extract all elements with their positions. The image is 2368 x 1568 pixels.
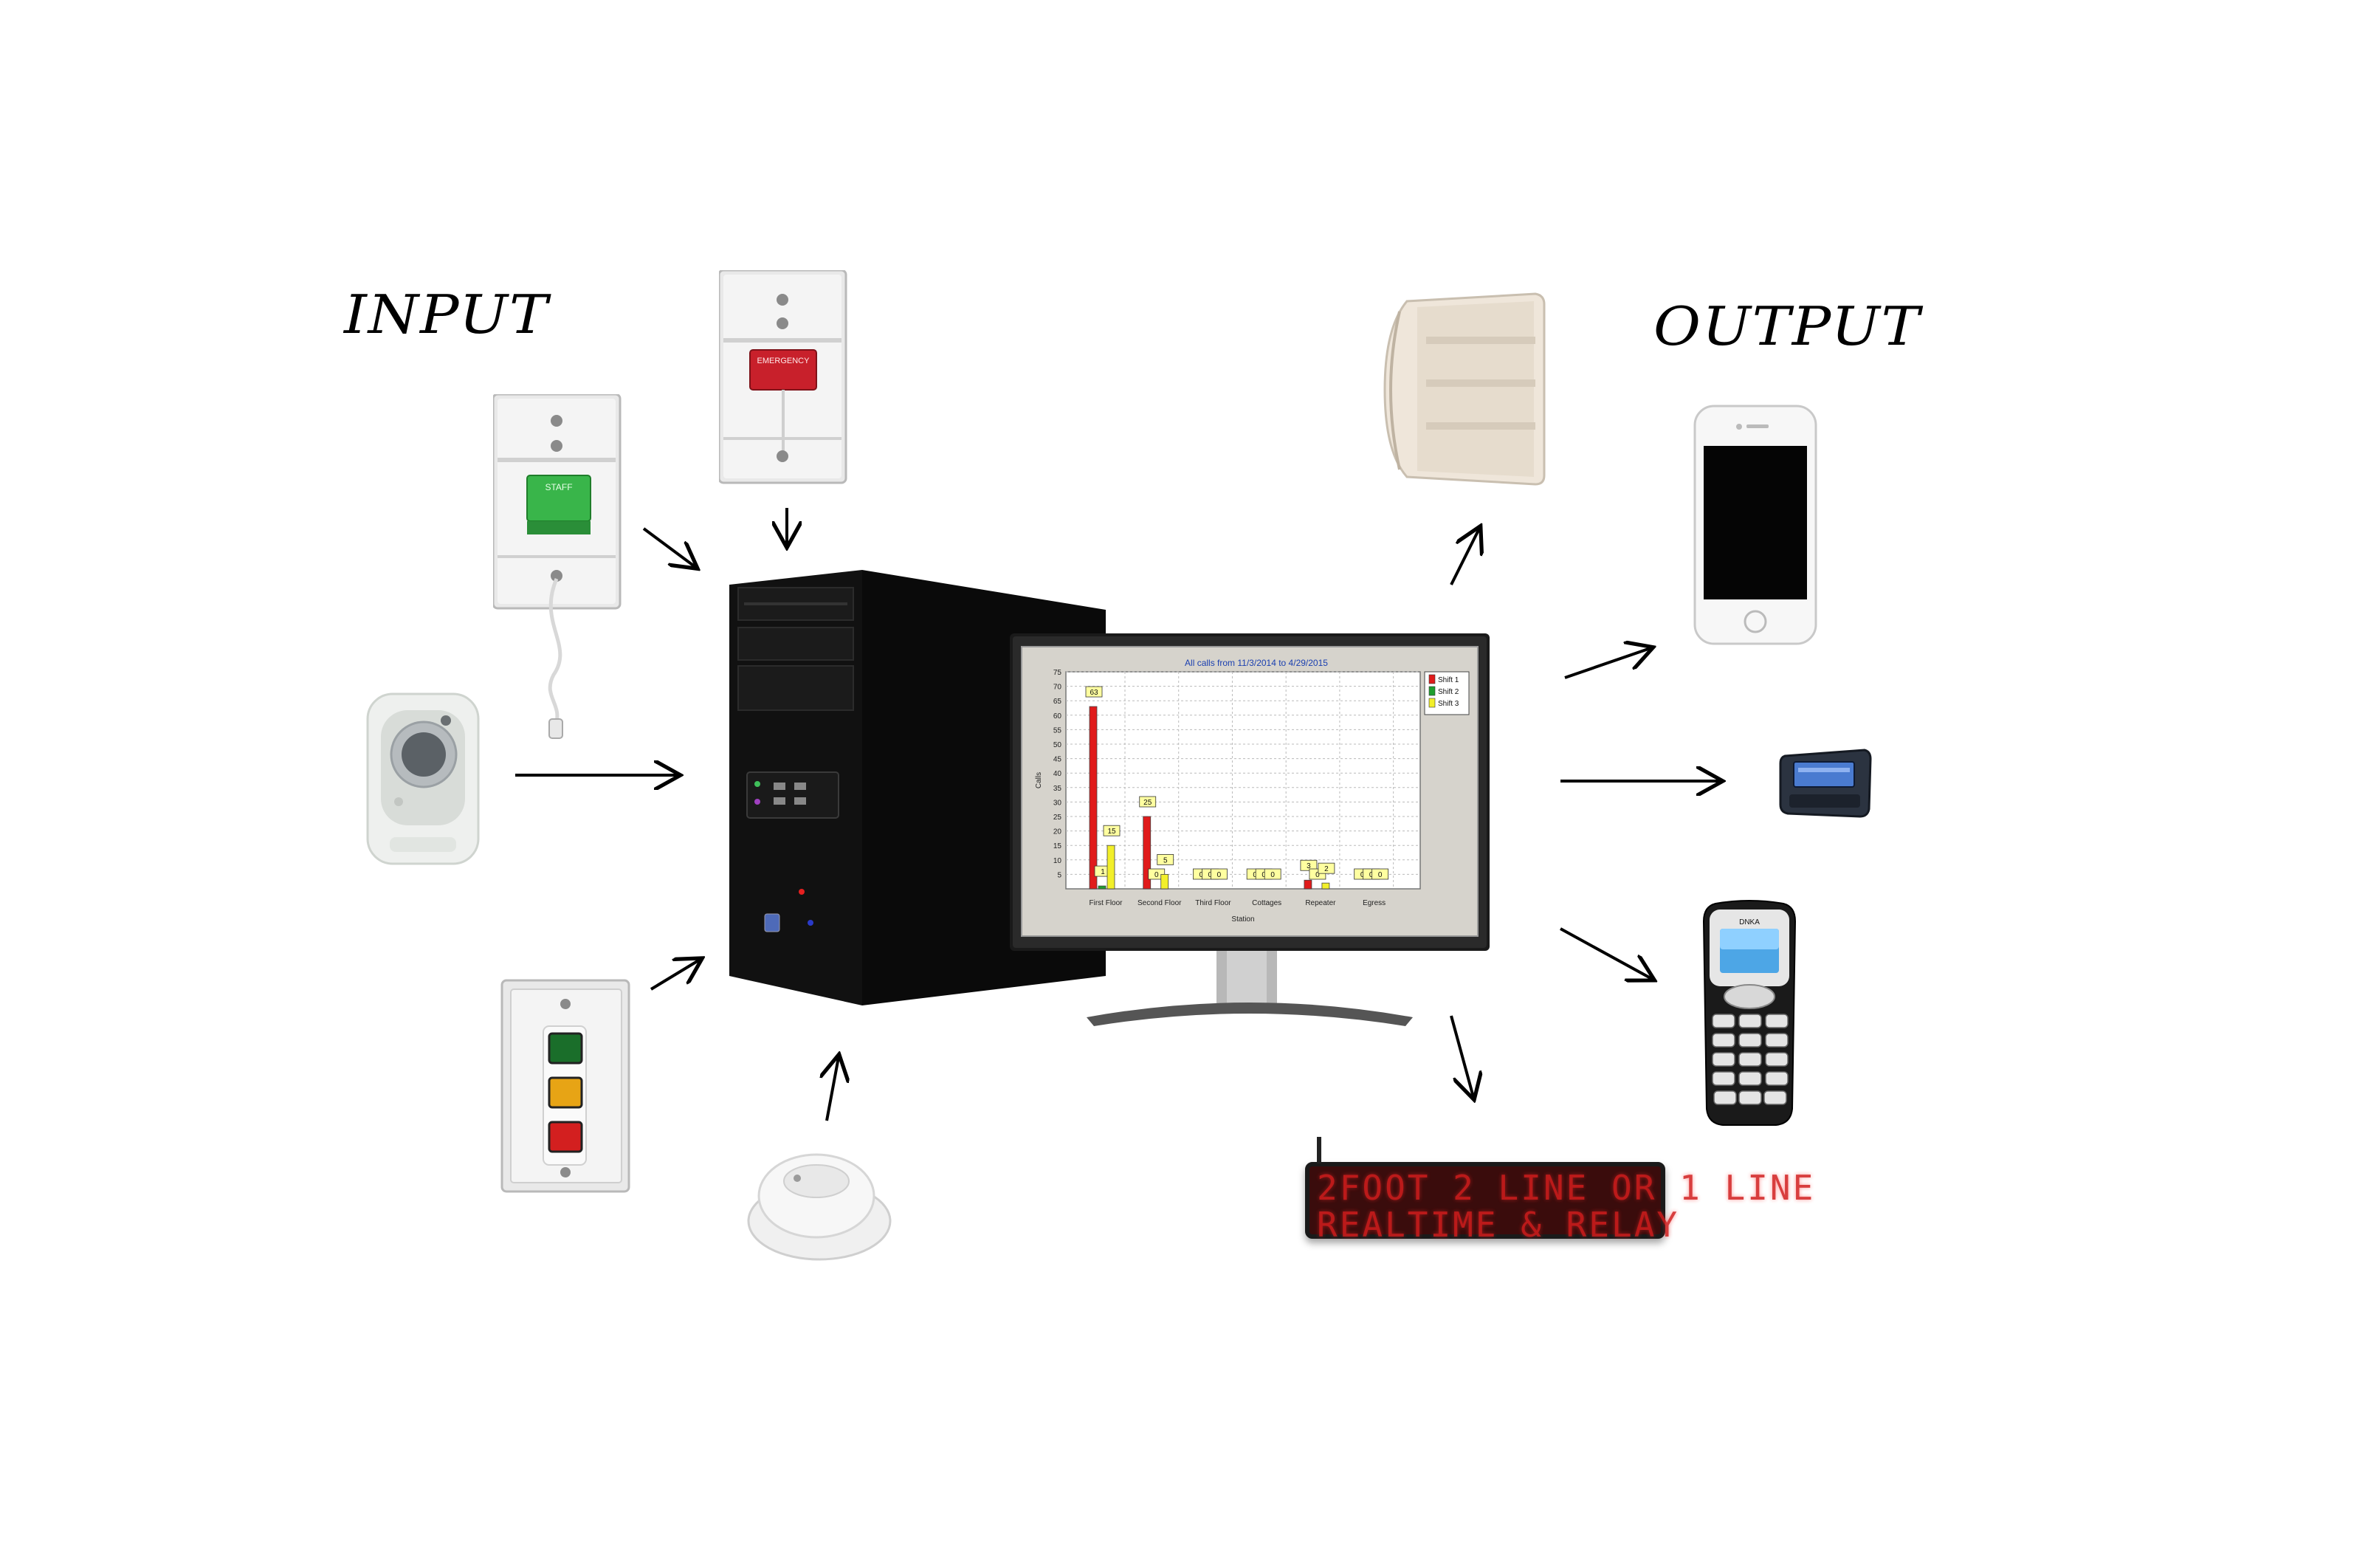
data-label-box	[1139, 796, 1157, 808]
arrow-to-speaker	[1450, 529, 1479, 585]
bar	[1304, 879, 1312, 890]
y-tick-label: 5	[1057, 871, 1061, 879]
data-label: 0	[1315, 871, 1320, 879]
data-label-box	[1085, 686, 1103, 698]
y-tick-label: 20	[1053, 828, 1062, 836]
y-tick-label: 65	[1053, 698, 1062, 706]
led-sign-line2: REALTIME & RELAY	[1317, 1205, 1680, 1245]
y-tick-label: 55	[1053, 726, 1062, 735]
chart-title: All calls from 11/3/2014 to 4/29/2015	[1185, 658, 1328, 668]
y-tick-label: 15	[1053, 842, 1062, 850]
x-tick-label: Third Floor	[1195, 899, 1231, 907]
data-label: 5	[1163, 856, 1168, 864]
data-label-box	[1157, 853, 1174, 865]
legend-swatch	[1428, 698, 1436, 708]
y-tick-label: 75	[1053, 669, 1062, 677]
y-tick-label: 10	[1053, 857, 1062, 865]
x-tick-label: Second Floor	[1137, 899, 1182, 907]
data-label: 0	[1378, 871, 1383, 879]
staff-pull-station: STAFF	[493, 394, 623, 741]
y-tick-label: 60	[1053, 712, 1062, 721]
led-sign: 2FOOT 2 LINE OR 1 LINE REALTIME & RELAY	[1305, 1162, 1816, 1243]
y-tick-label: 40	[1053, 770, 1062, 778]
chart-plot-area	[1065, 671, 1421, 890]
emergency-label: EMERGENCY	[757, 357, 810, 365]
arrow-to-smartphone	[1564, 648, 1651, 679]
pager	[1777, 746, 1872, 819]
cell-phone: DNKA	[1699, 899, 1800, 1128]
legend-label: Shift 1	[1438, 676, 1459, 684]
arrow-to-cellphone	[1560, 927, 1652, 979]
y-axis-label: Calls	[1035, 772, 1043, 788]
data-label: 0	[1369, 871, 1374, 879]
input-heading: INPUT	[344, 284, 549, 346]
bar	[1321, 882, 1330, 890]
output-heading: OUTPUT	[1653, 296, 1921, 358]
pendant-button	[366, 692, 481, 867]
bar	[1098, 885, 1106, 890]
data-label: 0	[1217, 871, 1222, 879]
staff-label: STAFF	[545, 482, 572, 492]
arrow-to-led-sign	[1450, 1015, 1473, 1097]
data-label-box	[1318, 862, 1335, 874]
legend-label: Shift 3	[1438, 700, 1459, 708]
led-sign-line1: 2FOOT 2 LINE OR 1 LINE	[1317, 1168, 1816, 1208]
y-tick-label: 35	[1053, 785, 1062, 793]
calls-bar-chart: All calls from 11/3/2014 to 4/29/2015510…	[1035, 658, 1470, 924]
cell-phone-brand: DNKA	[1739, 918, 1760, 926]
data-label-box	[1211, 868, 1228, 880]
x-tick-label: Egress	[1363, 899, 1386, 907]
arrow-buttons-to-computer	[650, 960, 700, 991]
y-tick-label: 45	[1053, 756, 1062, 764]
data-label: 0	[1270, 871, 1275, 879]
bar	[1089, 706, 1098, 890]
y-tick-label: 70	[1053, 684, 1062, 692]
smartphone	[1693, 405, 1819, 647]
data-label: 0	[1253, 871, 1257, 879]
x-tick-label: Cottages	[1252, 899, 1281, 907]
data-label: 63	[1090, 689, 1098, 697]
data-label: 2	[1324, 865, 1329, 873]
data-label-box	[1300, 859, 1318, 871]
bar	[1143, 816, 1152, 890]
data-label-box	[1103, 825, 1121, 836]
legend-label: Shift 2	[1438, 688, 1459, 696]
data-label: 0	[1154, 871, 1159, 879]
data-label: 0	[1200, 871, 1204, 879]
y-tick-label: 25	[1053, 814, 1062, 822]
data-label: 0	[1262, 871, 1266, 879]
data-label: 3	[1307, 862, 1311, 870]
data-label: 15	[1107, 828, 1116, 836]
data-label-box	[1264, 868, 1281, 880]
x-tick-label: First Floor	[1090, 899, 1123, 907]
three-button-station	[500, 979, 633, 1196]
y-tick-label: 30	[1053, 799, 1062, 807]
legend-swatch	[1428, 674, 1436, 684]
led-sign-antenna	[1317, 1137, 1321, 1163]
legend-swatch	[1428, 686, 1436, 696]
data-label-box	[1371, 868, 1389, 880]
data-label: 1	[1101, 868, 1105, 876]
y-tick-label: 50	[1053, 741, 1062, 749]
bar	[1106, 845, 1115, 890]
smoke-detector	[746, 1132, 893, 1265]
data-label: 25	[1143, 799, 1152, 807]
data-label: 0	[1360, 871, 1365, 879]
arrow-staff-to-computer	[642, 527, 695, 567]
arrow-smoke-to-computer	[827, 1057, 839, 1121]
data-label: 0	[1208, 871, 1213, 879]
emergency-pull-station: EMERGENCY	[719, 270, 849, 486]
speaker-horn	[1377, 289, 1549, 492]
x-axis-label: Station	[1231, 915, 1254, 924]
x-tick-label: Repeater	[1305, 899, 1336, 907]
bar	[1160, 873, 1169, 890]
